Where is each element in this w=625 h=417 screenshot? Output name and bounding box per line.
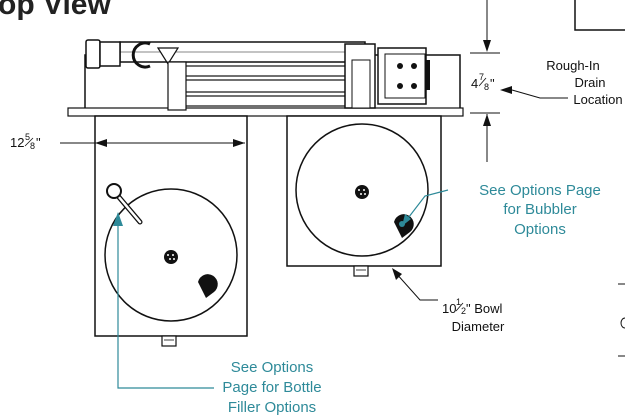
view-title: op View: [0, 0, 111, 21]
width-dim-den: 8: [30, 141, 35, 151]
bowl-dim-den: 2: [461, 306, 466, 316]
right-valve: [353, 265, 369, 277]
right-basin: [286, 115, 442, 277]
plumbing-assembly: [67, 39, 464, 117]
elbow-left: [131, 41, 151, 69]
drain-dim-num: 7: [479, 72, 484, 82]
fitting-union: [99, 41, 121, 67]
bubbler-note-line2: for Bubbler: [503, 201, 576, 218]
drain-dim-den: 8: [484, 82, 489, 92]
bowl-dim-text1: " Bowl: [466, 301, 503, 316]
width-dim-num: 5: [25, 132, 30, 142]
filler-callout: See Options Page for Bottle Filler Optio…: [113, 212, 322, 416]
filler-note-line2: Page for Bottle: [222, 379, 321, 396]
detail-box-edge: [574, 0, 625, 31]
width-dimension: 12 5 8 ": [10, 132, 245, 151]
bubbler-callout: See Options Page for Bubbler Options: [401, 182, 601, 238]
drain-dim-unit: ": [490, 76, 495, 91]
width-dim-unit: ": [36, 135, 41, 150]
width-dim-whole: 12: [10, 135, 24, 150]
right-drain: [355, 185, 369, 199]
bowl-diameter-callout: 10 1 2 " Bowl Diameter: [392, 268, 505, 334]
rough-in-line2: Drain: [574, 75, 605, 90]
filler-note-line1: See Options: [231, 359, 314, 376]
valve-triangle: [156, 47, 180, 66]
bubbler-note-line1: See Options Page: [479, 182, 601, 199]
left-valve: [161, 335, 177, 347]
bowl-dim-num: 1: [456, 297, 461, 307]
rough-in-line1: Rough-In: [546, 58, 599, 73]
filler-note-line3: Filler Options: [228, 399, 316, 416]
mounting-plate: [67, 107, 464, 117]
drain-dimension: 4 7 8 ": [470, 0, 568, 162]
drain-dim-whole: 4: [471, 76, 478, 91]
fitting-left: [85, 39, 101, 69]
bubbler-note-line3: Options: [514, 221, 566, 238]
left-bubbler: [198, 274, 218, 298]
rough-in-label: Rough-In Drain Location: [546, 58, 622, 107]
rough-in-line3: Location: [573, 92, 622, 107]
bowl-dim-text2: Diameter: [452, 319, 505, 334]
bowl-dim-whole: 10: [442, 301, 456, 316]
left-drain: [164, 250, 178, 264]
